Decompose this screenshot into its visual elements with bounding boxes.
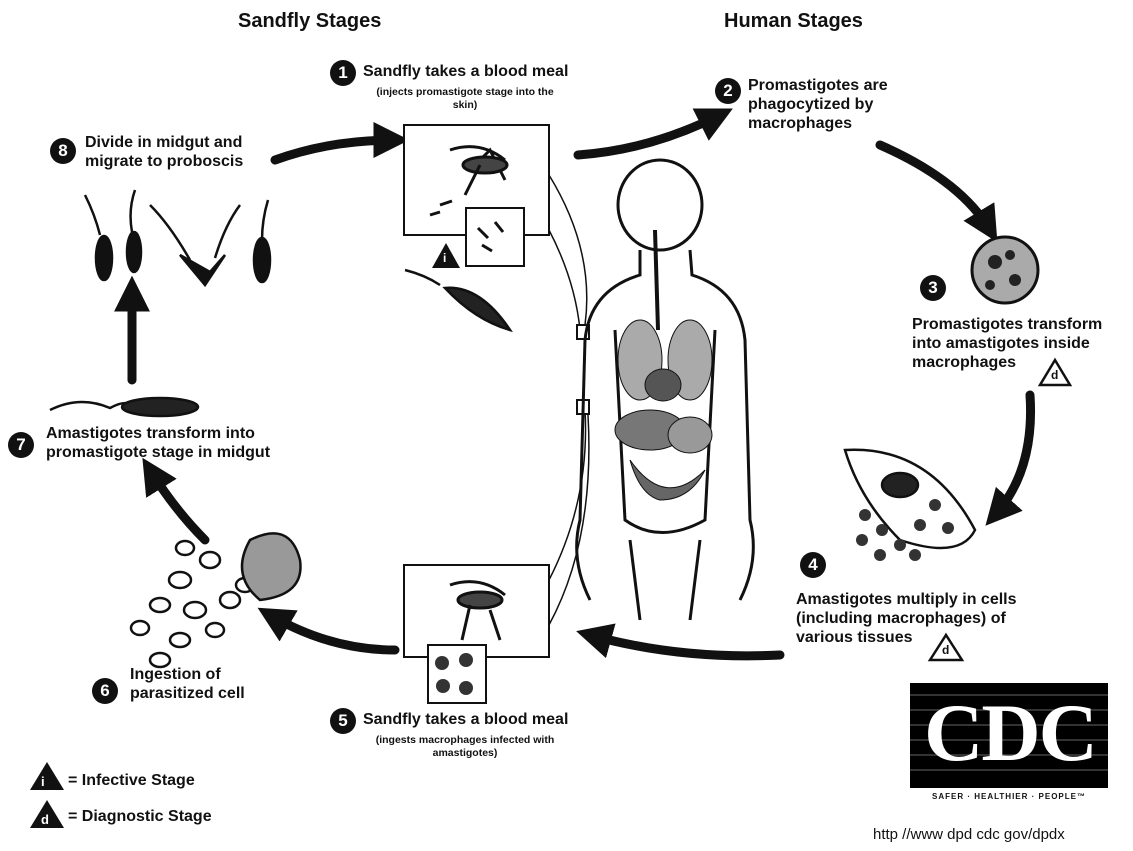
parasitized-cells bbox=[131, 533, 301, 667]
arrow-1-to-2 bbox=[578, 115, 720, 155]
infective-stage-icon bbox=[30, 762, 64, 790]
infected-tissue-cell bbox=[845, 450, 975, 561]
transforming-promastigote bbox=[50, 398, 198, 416]
step-4-label: Amastigotes multiply in cells (including… bbox=[796, 590, 1046, 647]
infective-marker-symbol: i bbox=[443, 251, 446, 265]
step-number-1: 1 bbox=[330, 60, 356, 86]
legend-infective: = Infective Stage bbox=[68, 772, 195, 790]
sandfly-feeding-panel-5 bbox=[404, 565, 549, 703]
macrophage-icon bbox=[972, 237, 1038, 303]
step-number-2: 2 bbox=[715, 78, 741, 104]
step-number-7: 7 bbox=[8, 432, 34, 458]
arrow-3-to-4 bbox=[995, 395, 1031, 515]
diagnostic-marker-symbol-3: d bbox=[1051, 368, 1058, 382]
step-number-3: 3 bbox=[920, 275, 946, 301]
arrow-2-to-3 bbox=[880, 145, 990, 230]
sandfly-stages-header: Sandfly Stages bbox=[238, 10, 381, 33]
source-url[interactable]: http //www dpd cdc gov/dpdx bbox=[873, 826, 1065, 843]
step-5-sublabel: (ingests macrophages infected with amast… bbox=[375, 734, 555, 760]
step-number-5: 5 bbox=[330, 708, 356, 734]
cdc-logo-text: CDC bbox=[920, 683, 1100, 783]
promastigote-icon bbox=[85, 190, 270, 285]
arrow-6-to-7 bbox=[150, 470, 205, 540]
arrow-5-to-6 bbox=[270, 615, 395, 650]
step-7-label: Amastigotes transform into promastigote … bbox=[46, 424, 311, 462]
step-6-label: Ingestion of parasitized cell bbox=[130, 665, 250, 703]
step-number-8: 8 bbox=[50, 138, 76, 164]
human-stages-header: Human Stages bbox=[724, 10, 863, 33]
sandfly-feeding-panel-1 bbox=[404, 125, 549, 266]
promastigote-injected bbox=[405, 270, 510, 330]
internal-organs bbox=[615, 230, 712, 500]
cdc-tagline: SAFER · HEALTHIER · PEOPLE™ bbox=[910, 792, 1108, 801]
diagnostic-symbol: d bbox=[41, 812, 49, 827]
legend-diagnostic: = Diagnostic Stage bbox=[68, 808, 212, 826]
step-number-6: 6 bbox=[92, 678, 118, 704]
step-1-sublabel: (injects promastigote stage into the ski… bbox=[375, 86, 555, 112]
step-1-label: Sandfly takes a blood meal bbox=[363, 62, 568, 81]
arrow-4-to-5 bbox=[590, 635, 780, 656]
step-number-4: 4 bbox=[800, 552, 826, 578]
step-5-label: Sandfly takes a blood meal bbox=[363, 710, 568, 729]
step-8-label: Divide in midgut and migrate to probosci… bbox=[85, 133, 275, 171]
step-2-label: Promastigotes are phagocytized by macrop… bbox=[748, 76, 898, 133]
infective-symbol: i bbox=[41, 774, 45, 789]
diagnostic-marker-symbol-4: d bbox=[942, 643, 949, 657]
step-3-label: Promastigotes transform into amastigotes… bbox=[912, 315, 1117, 372]
arrow-8-to-1 bbox=[275, 140, 395, 160]
